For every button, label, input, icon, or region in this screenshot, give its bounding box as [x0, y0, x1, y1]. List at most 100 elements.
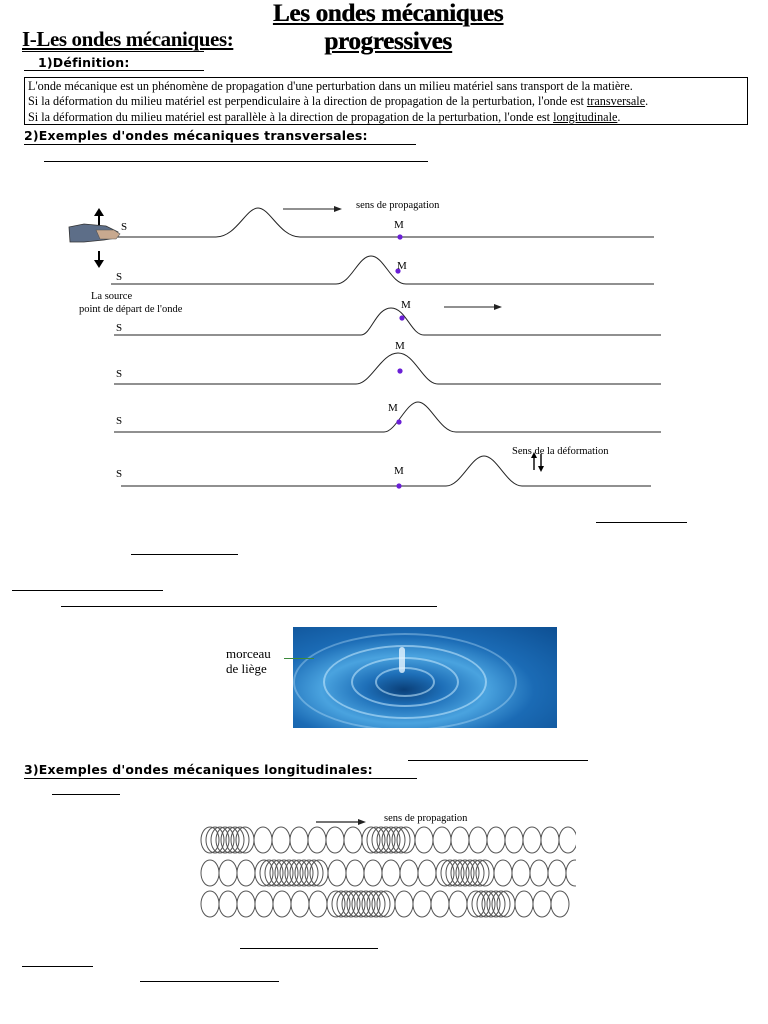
- rope-row-2: [111, 255, 654, 285]
- down-arrow-icon: [94, 251, 104, 268]
- spring-coil: [486, 890, 506, 918]
- spring-coil: [304, 859, 324, 887]
- spring-coil: [435, 859, 455, 887]
- spring-coil: [290, 890, 310, 918]
- spring-coil: [471, 890, 491, 918]
- spring-coil: [200, 890, 220, 918]
- transversale-term: transversale: [586, 94, 646, 109]
- arrow-head-icon: [494, 304, 502, 310]
- spring-coil: [220, 826, 240, 854]
- spring-coil: [200, 859, 220, 887]
- deformation-arrows-icon: [531, 452, 544, 472]
- spring-coil: [284, 859, 304, 887]
- arrow-head-icon: [334, 206, 342, 212]
- definition-line-3: Si la déformation du milieu matériel est…: [28, 109, 621, 124]
- spring-coil: [481, 890, 501, 918]
- spring-coil: [254, 859, 274, 887]
- source-label-1: La source: [91, 291, 132, 302]
- propagation-label: sens de propagation: [356, 200, 440, 211]
- spring-coil: [271, 826, 291, 854]
- section-heading-ondes-mecaniques: I-Les ondes mécaniques:: [22, 27, 234, 51]
- spring-coil: [218, 890, 238, 918]
- spring-coil: [346, 890, 366, 918]
- source-label-2: point de départ de l'onde: [79, 304, 183, 315]
- spring-coil: [289, 859, 309, 887]
- point-m-label: M: [397, 260, 407, 272]
- point-m-label: M: [388, 402, 398, 414]
- up-arrow-icon: [94, 208, 104, 225]
- spring-propagation-label: sens de propagation: [384, 813, 468, 824]
- spring-coil: [547, 859, 567, 887]
- spring-coil: [412, 890, 432, 918]
- point-m-label: M: [395, 340, 405, 352]
- spring-coil: [326, 890, 346, 918]
- spring-coil: [391, 826, 411, 854]
- spring-coil: [466, 890, 486, 918]
- spring-coil: [299, 859, 319, 887]
- source-s-label: S: [121, 221, 127, 233]
- fill-in-blank: [52, 794, 120, 795]
- spring-coil: [450, 826, 470, 854]
- point-m-marker: [399, 315, 405, 321]
- point-m-marker: [397, 368, 403, 374]
- spring-coil: [386, 826, 406, 854]
- fill-in-blank: [140, 981, 279, 982]
- subheading-definition: 1)Définition:: [38, 55, 130, 70]
- spring-coil: [522, 826, 542, 854]
- spring-coil: [448, 890, 468, 918]
- spring-coil: [272, 890, 292, 918]
- page-title: Les ondes mécaniques progressives: [272, 0, 504, 55]
- water-ripple-photo: [293, 627, 557, 728]
- spring-coil: [336, 890, 356, 918]
- rope-row-4: [114, 352, 661, 385]
- spring-coil: [476, 890, 496, 918]
- spring-coil: [493, 859, 513, 887]
- spring-coil: [341, 890, 361, 918]
- spring-coil: [540, 826, 560, 854]
- fill-in-blank: [596, 522, 687, 523]
- spring-coil: [356, 890, 376, 918]
- spring-coil: [215, 826, 235, 854]
- spring-diagram: sens de propagation: [200, 813, 585, 918]
- subheading-transversal-examples: 2)Exemples d'ondes mécaniques transversa…: [24, 128, 368, 143]
- source-s-label: S: [116, 368, 122, 380]
- fill-in-blank: [240, 948, 378, 949]
- spring-coil: [289, 826, 309, 854]
- deformation-label: Sens de la déformation: [512, 446, 609, 457]
- source-s-label: S: [116, 468, 122, 480]
- spring-coil: [308, 890, 328, 918]
- subheading-underline: [24, 70, 204, 71]
- subheading-underline: [24, 778, 417, 779]
- spring-coil: [345, 859, 365, 887]
- spring-coil: [529, 859, 549, 887]
- spring-coil: [253, 826, 273, 854]
- spring-coil: [491, 890, 511, 918]
- point-m-marker: [396, 483, 402, 489]
- subheading-underline: [24, 144, 416, 145]
- point-m-marker: [395, 268, 401, 274]
- spring-coil: [445, 859, 465, 887]
- source-s-label: S: [116, 322, 122, 334]
- spring-coil: [343, 826, 363, 854]
- rope-row-5: [114, 401, 661, 433]
- hand-icon: [68, 223, 121, 243]
- spring-coil: [200, 826, 220, 854]
- transverse-wave-figure: sens de propagation La source point de d…: [66, 190, 696, 495]
- spring-coil: [218, 859, 238, 887]
- spring-coil: [470, 859, 490, 887]
- spring-coil: [361, 890, 381, 918]
- rope-row-3: [114, 307, 661, 336]
- spring-coil: [269, 859, 289, 887]
- spring-coil: [307, 826, 327, 854]
- spring-coil: [254, 890, 274, 918]
- spring-coil: [455, 859, 475, 887]
- spring-coil: [264, 859, 284, 887]
- source-s-label: S: [116, 271, 122, 283]
- spring-coil: [210, 826, 230, 854]
- definition-line-1: L'onde mécanique est un phénomène de pro…: [28, 79, 633, 93]
- spring-coil: [230, 826, 250, 854]
- spring-coil: [532, 890, 552, 918]
- fill-in-blank: [61, 606, 437, 607]
- spring-coil: [225, 826, 245, 854]
- water-drop: [399, 647, 405, 673]
